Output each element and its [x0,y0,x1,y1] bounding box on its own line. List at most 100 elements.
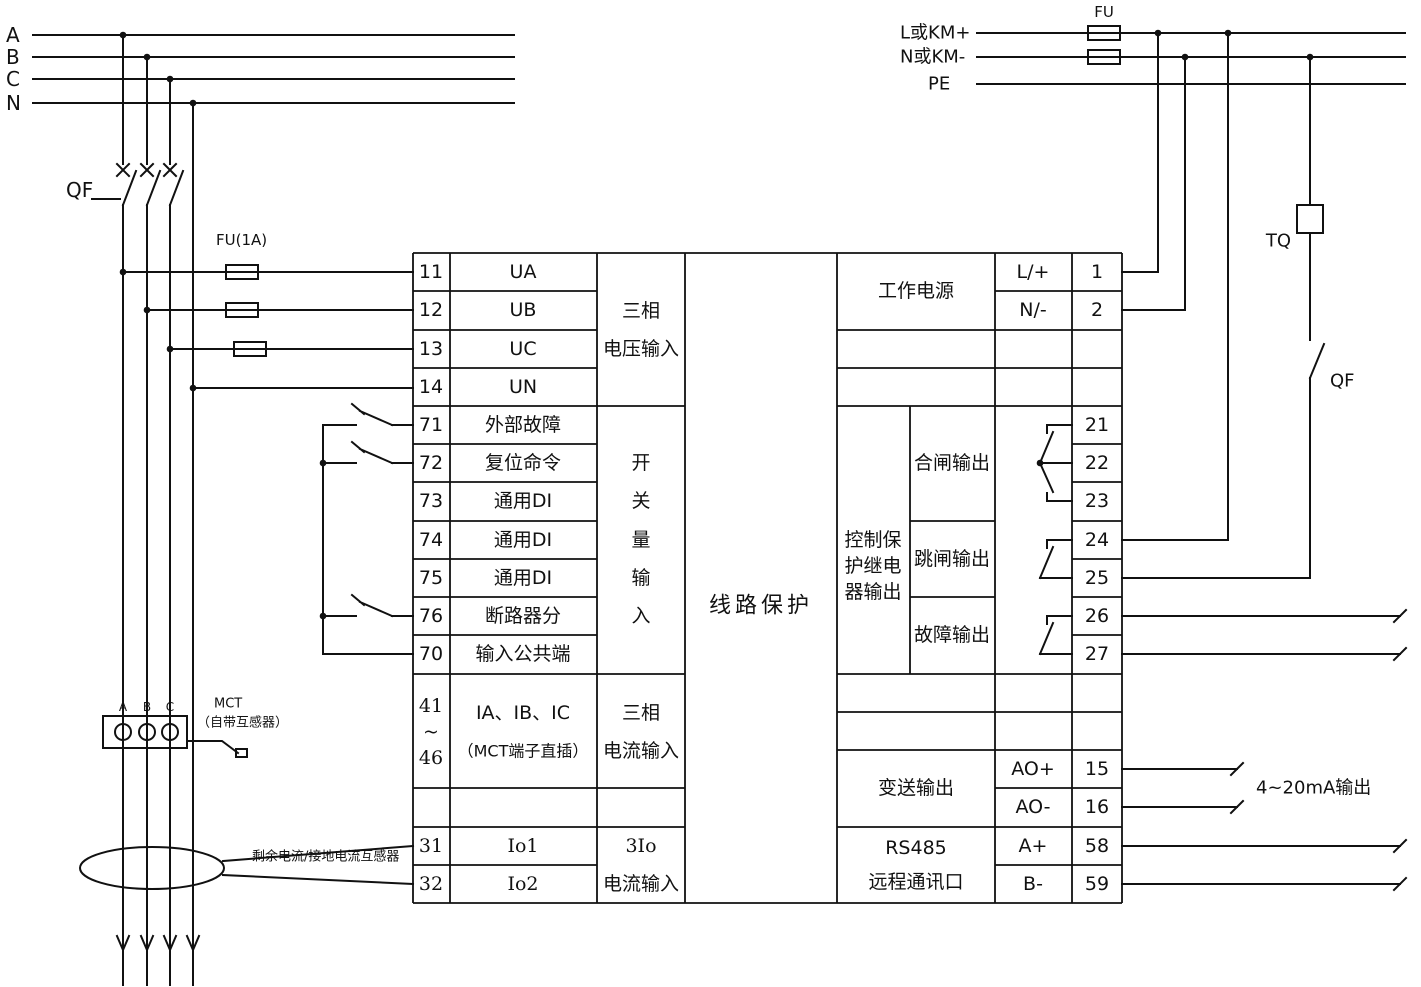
residual-ct-symbol [79,846,225,890]
labels: A B C N QF FU(1A) MCT （自带互感器） A B C 剩余电流… [6,3,1371,895]
analog-ao-minus: AO- [1015,796,1050,818]
fuse-top-label: FU [1094,3,1114,21]
terminal-no-24: 24 [1085,529,1109,551]
terminal-no-tilde: ~ [423,721,439,743]
terminal-no-23: 23 [1085,490,1109,512]
terminal-no-31: 31 [419,835,443,857]
mct-terminal-a: A [119,700,128,714]
trip-coil-symbol [1296,204,1324,234]
terminal-name-72: 复位命令 [485,452,561,474]
junction-dots [119,29,1314,620]
group-digital-ch5: 入 [631,605,650,627]
bus-label-a: A [6,23,20,47]
close-output-label: 合闸输出 [914,452,990,474]
group-digital-ch4: 输 [631,567,650,589]
terminal-no-73: 73 [419,490,443,512]
mct-secondary-connector [235,748,248,758]
device-title: 线路保护 [709,594,813,619]
terminal-no-11: 11 [419,261,443,283]
trip-coil-label: TQ [1265,231,1291,252]
group-3io-line1: 3Io [625,835,656,857]
fuse-1a-label: FU(1A) [216,231,267,249]
comm-block-label-line1: RS485 [885,837,947,859]
terminal-no-32: 32 [419,873,443,895]
residual-ct [79,846,225,890]
mct-block [102,715,248,758]
terminal-name-uc: UC [509,338,536,360]
comm-block-label-line2: 远程通讯口 [868,871,963,893]
relay-block-label-line3: 器输出 [844,581,901,603]
group-current-line1: 三相 [622,702,660,724]
terminal-no-15: 15 [1085,758,1109,780]
relay-contacts [1038,424,1073,656]
supply-l-label: L或KM+ [900,23,970,44]
fault-output-label: 故障输出 [914,624,990,646]
relay-block-label-line2: 护继电 [844,555,901,577]
terminal-name-ua: UA [510,261,537,283]
fuse-symbol [225,302,259,318]
power-block-label: 工作电源 [878,280,954,302]
analog-output-note: 4~20mA输出 [1256,778,1371,799]
terminal-no-75: 75 [419,567,443,589]
group-digital-ch3: 量 [631,529,650,551]
terminal-no-2: 2 [1091,299,1103,321]
trip-output-label: 跳闸输出 [914,548,990,570]
terminal-no-27: 27 [1085,643,1109,665]
ct-winding-b [138,723,156,741]
fuse-symbol-top-l [1087,25,1121,41]
terminal-no-74: 74 [419,529,443,551]
terminal-name-74: 通用DI [494,529,552,551]
mct-box [102,715,188,749]
mct-title: MCT [214,697,242,712]
terminal-no-41: 41 [419,695,443,717]
terminal-no-1: 1 [1091,261,1103,283]
terminal-no-72: 72 [419,452,443,474]
terminal-no-26: 26 [1085,605,1109,627]
terminal-name-70: 输入公共端 [475,643,570,665]
relay-block-label-line1: 控制保 [844,529,901,551]
supply-pe-label: PE [928,74,950,95]
terminal-no-59: 59 [1085,873,1109,895]
breaker-qf-right-label: QF [1330,371,1355,392]
ct-winding-a [114,723,132,741]
current-name-line1: IA、IB、IC [476,702,570,724]
ct-winding-c [161,723,179,741]
mct-terminal-b: B [143,700,151,714]
terminal-name-71: 外部故障 [485,414,561,436]
terminal-no-22: 22 [1085,452,1109,474]
terminal-no-58: 58 [1085,835,1109,857]
analog-ao-plus: AO+ [1011,758,1055,780]
terminal-no-14: 14 [419,376,443,398]
mct-subtitle: （自带互感器） [197,715,288,731]
fuse-symbol [225,264,259,280]
bus-label-b: B [6,45,20,69]
left-wiring [32,34,515,986]
terminal-name-76: 断路器分 [485,605,561,627]
group-digital-ch2: 关 [631,490,650,512]
group-voltage-line1: 三相 [622,300,660,322]
terminal-no-12: 12 [419,299,443,321]
bus-label-n: N [6,91,21,115]
terminal-name-75: 通用DI [494,567,552,589]
fuse-symbol-top-n [1087,49,1121,65]
terminal-name-un: UN [509,376,537,398]
power-n-name: N/- [1019,299,1046,321]
terminal-name-ub: UB [510,299,537,321]
fuse-symbols-left [225,264,267,357]
comm-a-plus: A+ [1019,835,1048,857]
bus-label-c: C [6,67,20,91]
group-3io-line2: 电流输入 [603,873,679,895]
group-voltage-line2: 电压输入 [603,338,679,360]
comm-b-minus: B- [1023,873,1043,895]
terminal-no-46: 46 [419,747,443,769]
terminal-name-io1: Io1 [507,835,538,857]
supply-n-label: N或KM- [900,47,965,68]
breaker-qf-label: QF [66,178,93,202]
residual-ct-label: 剩余电流/接地电流互感器 [252,849,399,865]
mct-terminal-c: C [166,700,174,714]
terminal-no-13: 13 [419,338,443,360]
breaker-qf-symbol [91,162,185,207]
terminal-name-73: 通用DI [494,490,552,512]
